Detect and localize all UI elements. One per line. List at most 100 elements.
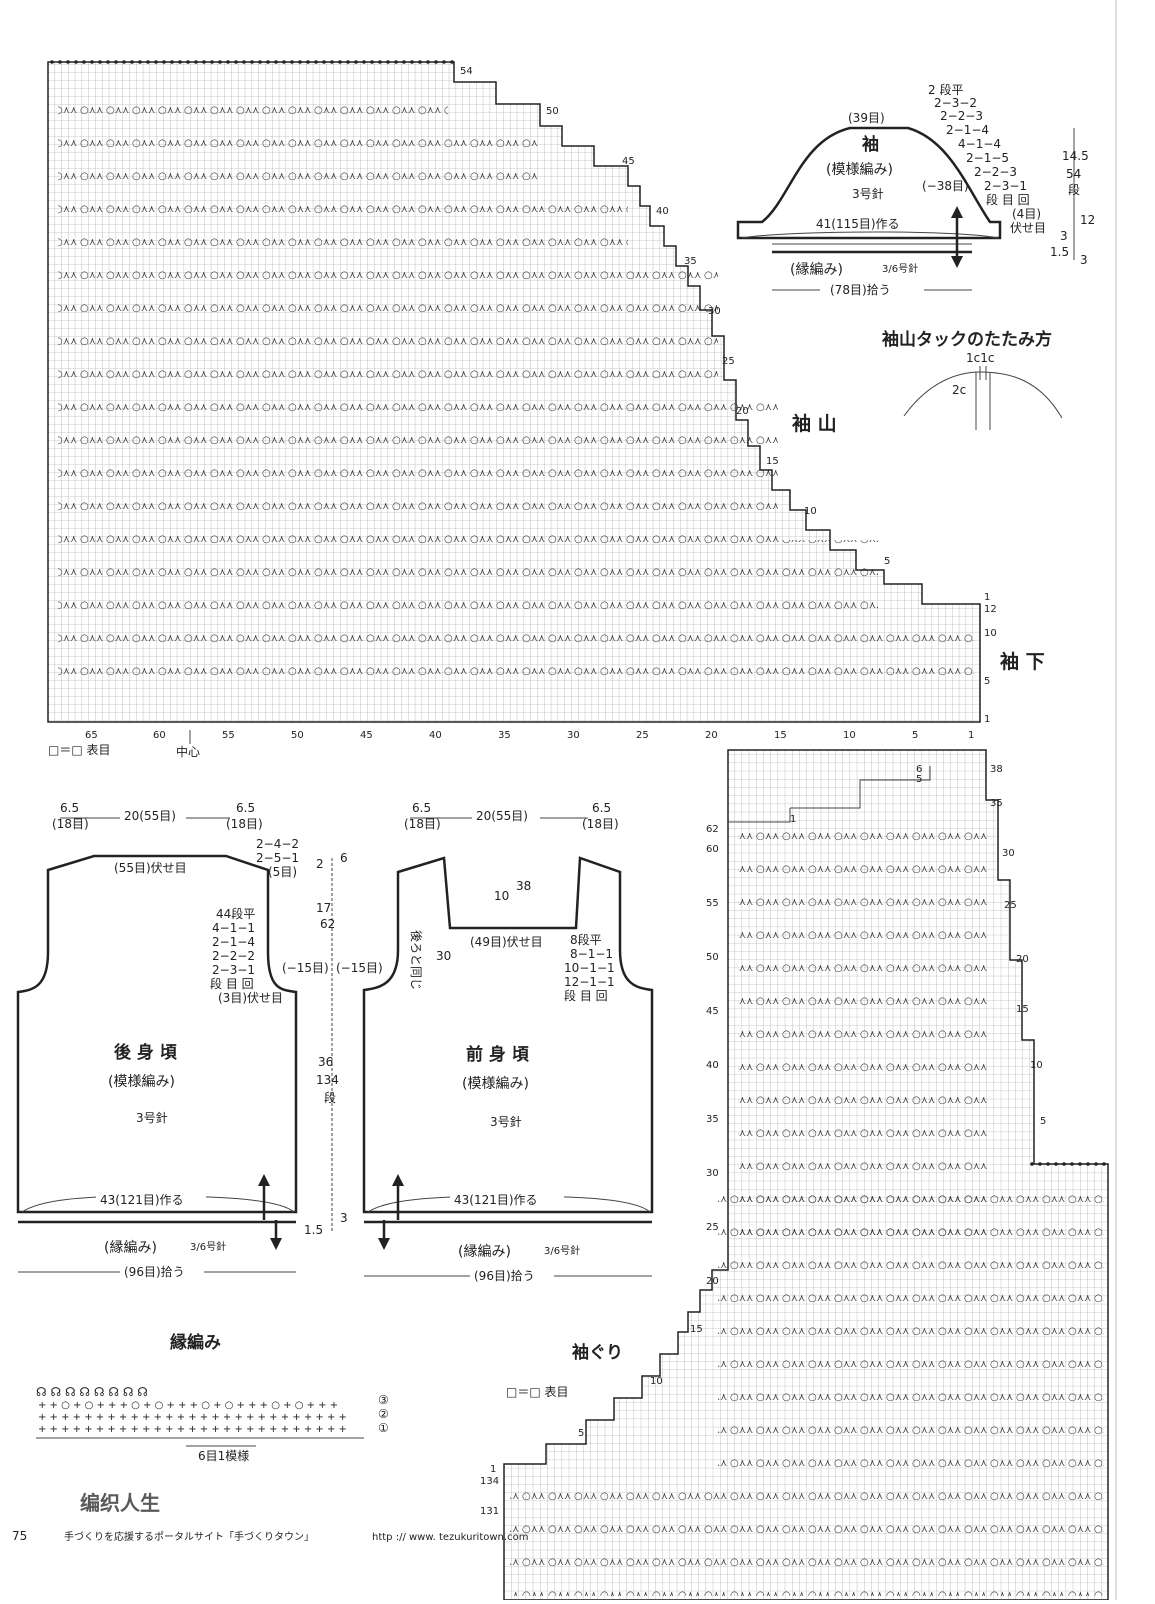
front-shoulder-l: 6.5 bbox=[412, 801, 431, 815]
unit-dan: 段 bbox=[1068, 182, 1080, 197]
back-border: (縁編み) bbox=[104, 1240, 157, 1256]
row-label: 15 bbox=[1016, 1004, 1029, 1015]
back-neck-width: 20(55目) bbox=[124, 809, 176, 823]
tuck-title: 袖山タックのたたみ方 bbox=[882, 329, 1052, 350]
row-label: 10 bbox=[650, 1376, 663, 1387]
shoulder-table-row: 2−5−1 bbox=[256, 851, 299, 865]
row-label: 35 bbox=[684, 256, 697, 267]
stitch-label: 40 bbox=[429, 730, 442, 741]
sleeve-chart-stitch-labels: 65 60 55 50 45 40 35 30 25 20 15 10 5 1 bbox=[85, 730, 974, 741]
stitch-label: 5 bbox=[912, 730, 918, 741]
back-shoulder-r-count: (18目) bbox=[226, 817, 263, 831]
corner-mark: 1 bbox=[790, 814, 796, 825]
chart-legend: □＝□ 表目 bbox=[48, 743, 111, 757]
footer-text: 手づくりを応援するポータルサイト「手づくりタウン」 bbox=[64, 1530, 314, 1543]
front-title: 前 身 頃 bbox=[466, 1044, 530, 1065]
armhole-table-row: 4−1−1 bbox=[212, 921, 255, 935]
svg-text:☊ ☊ ☊ ☊ ☊ ☊ ☊ ☊: ☊ ☊ ☊ ☊ ☊ ☊ ☊ ☊ bbox=[36, 1385, 148, 1399]
back-outline bbox=[16, 854, 298, 1214]
row-label: 45 bbox=[622, 156, 635, 167]
stitch-label: 15 bbox=[774, 730, 787, 741]
row-label: 5 bbox=[884, 556, 890, 567]
stitch-label: 50 bbox=[291, 730, 304, 741]
back-needle: 3号針 bbox=[136, 1110, 168, 1125]
height-border: 1.5 bbox=[1050, 245, 1069, 259]
height-unit: 段 bbox=[324, 1090, 336, 1105]
sleeve-chart-symbols bbox=[58, 90, 974, 690]
row-label: 131 bbox=[480, 1506, 499, 1517]
sleeve-chart: 65 60 55 50 45 40 35 30 25 20 15 10 5 1 … bbox=[47, 60, 1045, 759]
armhole-table-row: 44段平 bbox=[216, 906, 255, 921]
front-neck-depth: 10 bbox=[494, 889, 509, 903]
armhole-chart: 6 5 1 62 60 55 50 45 40 35 30 25 20 15 1… bbox=[480, 749, 1109, 1601]
sleeve-outline bbox=[736, 126, 1002, 240]
front-shoulder-r: 6.5 bbox=[592, 801, 611, 815]
row-label: 20 bbox=[736, 406, 749, 417]
stitch-label: 10 bbox=[843, 730, 856, 741]
row-label: 30 bbox=[708, 306, 721, 317]
front-outline bbox=[362, 856, 654, 1214]
sleeve-border-needle: 3/6号針 bbox=[882, 262, 918, 275]
neck-table-row: 10−1−1 bbox=[564, 961, 615, 975]
sleeve-needle: 3号針 bbox=[852, 186, 884, 201]
sleeve-heights: 14.5 54 段 3 12 1.5 3 bbox=[1050, 149, 1095, 267]
sleeve-side-count: (−38目) bbox=[922, 179, 969, 193]
front-border: (縁編み) bbox=[458, 1244, 511, 1260]
row-label: 1 bbox=[490, 1464, 496, 1475]
stitch-label: 65 bbox=[85, 730, 98, 741]
border-repeat: 6目1模様 bbox=[198, 1449, 249, 1463]
armhole-row-labels-right: 38 35 30 25 20 15 10 5 bbox=[990, 764, 1046, 1127]
sleeve-schematic: (39目) 袖 (模様編み) 3号針 (−38目) 41(115目)作る (縁編… bbox=[736, 82, 1095, 298]
back-border-needle: 3/6号針 bbox=[190, 1240, 226, 1253]
decrease-row: 2−3−2 bbox=[934, 96, 977, 110]
border-rows: 3 bbox=[340, 1211, 348, 1225]
row-label: 25 bbox=[706, 1222, 719, 1233]
sleeve-title: 袖 bbox=[862, 134, 879, 155]
armhole-table-row: 2−2−2 bbox=[212, 949, 255, 963]
border-chart-title: 縁編み bbox=[170, 1332, 221, 1353]
back-pickup: (96目)拾う bbox=[124, 1264, 185, 1279]
footer-url: http :// www. tezukuritown.com bbox=[372, 1532, 528, 1543]
stitch-label: 55 bbox=[222, 730, 235, 741]
rows-cap: 54 bbox=[1066, 167, 1081, 181]
row-label: 10 bbox=[804, 506, 817, 517]
border-row-3: ③ bbox=[378, 1393, 389, 1407]
back-neck-bind: (55目)伏せ目 bbox=[114, 861, 187, 875]
front-neck-width: 20(55目) bbox=[476, 809, 528, 823]
site-logo: 编织人生 bbox=[80, 1491, 160, 1515]
neck-table-row: 8−1−1 bbox=[570, 947, 613, 961]
back-pattern: (模様編み) bbox=[108, 1074, 175, 1090]
row-label: 40 bbox=[706, 1060, 719, 1071]
decrease-row: 2 段平 bbox=[928, 82, 963, 97]
stitch-label: 35 bbox=[498, 730, 511, 741]
decrease-row: 4−1−4 bbox=[958, 137, 1001, 151]
back-cast-on: 43(121目)作る bbox=[100, 1193, 184, 1207]
body-heights: 2 6 17 62 36 134 段 1.5 3 bbox=[304, 851, 348, 1237]
shoulder-rows: 6 bbox=[340, 851, 348, 865]
back-shoulder-r: 6.5 bbox=[236, 801, 255, 815]
footer: 编织人生 75 手づくりを応援するポータルサイト「手づくりタウン」 http :… bbox=[12, 1491, 528, 1543]
row-label: 10 bbox=[1030, 1060, 1043, 1071]
row-label: 38 bbox=[990, 764, 1003, 775]
sleeve-chart-row-labels: 54 50 45 40 35 30 25 20 15 10 5 1 12 10 … bbox=[460, 66, 997, 725]
row-label: 45 bbox=[706, 1006, 719, 1017]
row-label: 50 bbox=[546, 106, 559, 117]
page-number: 75 bbox=[12, 1529, 27, 1543]
row-label: 60 bbox=[706, 844, 719, 855]
border-height: 1.5 bbox=[304, 1223, 323, 1237]
front-neck-bind: (49目)伏せ目 bbox=[470, 935, 543, 949]
height-cap: 14.5 bbox=[1062, 149, 1089, 163]
body-rows: 134 bbox=[316, 1073, 339, 1087]
row-label: 62 bbox=[706, 824, 719, 835]
svg-text:+ + ○ + ○ + + + ○ + ○ + + + ○: + + ○ + ○ + + + ○ + ○ + + + ○ + ○ + + + … bbox=[38, 1400, 338, 1411]
body-height: 36 bbox=[318, 1055, 333, 1069]
rows-under: 12 bbox=[1080, 213, 1095, 227]
rows-border: 3 bbox=[1080, 253, 1088, 267]
armhole-table-row: 2−3−1 bbox=[212, 963, 255, 977]
row-label: 20 bbox=[1016, 954, 1029, 965]
row-label: 5 bbox=[984, 676, 990, 687]
row-label: 15 bbox=[766, 456, 779, 467]
sleeve-chart-top-bind-dots bbox=[50, 60, 454, 64]
shoulder-table-row: 2−4−2 bbox=[256, 837, 299, 851]
